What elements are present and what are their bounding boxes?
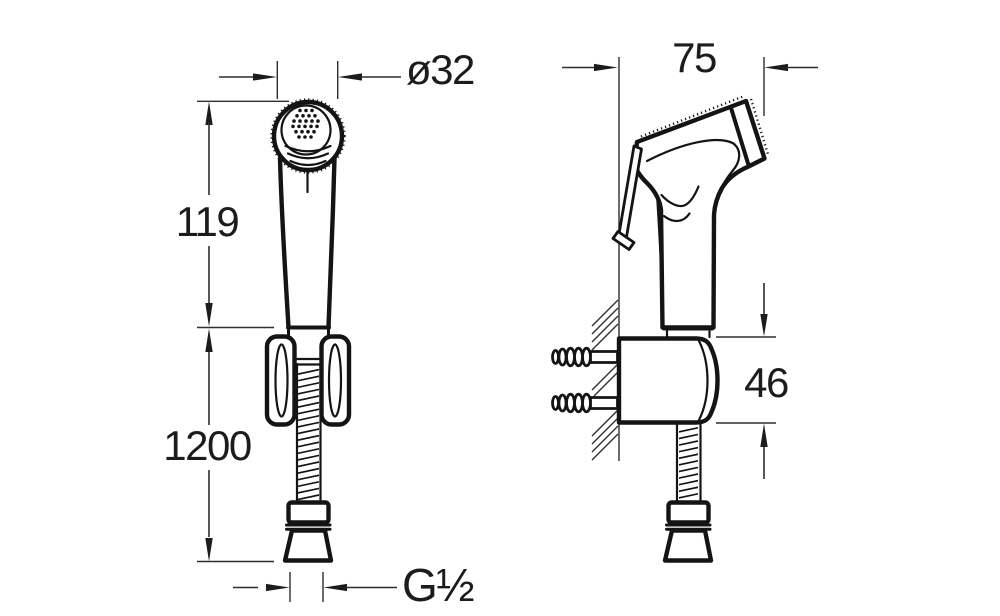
spray-holes — [291, 108, 320, 139]
dim-label-depth: 75 — [672, 34, 716, 81]
trigger-lever — [611, 144, 643, 251]
dim-label-thread: G½ — [402, 559, 474, 611]
dim-thread: G½ — [233, 559, 476, 611]
spray-face — [280, 104, 332, 156]
grip-contour — [645, 138, 741, 205]
dim-label-head-length: 119 — [176, 198, 239, 245]
dim-depth: 75 — [562, 34, 818, 303]
front-view — [264, 98, 352, 563]
dim-label-diameter: ø32 — [406, 46, 474, 93]
dim-diameter: ø32 — [219, 46, 476, 99]
face-plate-inner-edge — [729, 107, 751, 167]
wall-hatching — [591, 299, 620, 461]
dim-bracket-height: 46 — [716, 283, 789, 479]
dim-label-bracket-height: 46 — [744, 359, 788, 406]
screw-lower — [551, 392, 619, 414]
spray-head-side — [611, 95, 770, 330]
hose-fitting-side — [662, 500, 714, 563]
spray-head-front — [270, 98, 346, 194]
knurl-ring — [270, 98, 346, 174]
hose-side — [675, 423, 702, 503]
mounting-screws — [551, 346, 619, 414]
hose-fitting-front — [282, 500, 334, 563]
dim-head-length: 119 — [176, 100, 289, 327]
wall-bracket-side — [616, 336, 720, 425]
dim-hose-length: 1200 — [163, 326, 274, 563]
side-view — [551, 95, 770, 563]
wall-bracket-front — [264, 334, 352, 427]
screw-upper — [551, 346, 619, 368]
dim-label-hose-length: 1200 — [163, 422, 251, 469]
grip-inner-curve — [660, 185, 700, 208]
grip-lower-curve — [662, 212, 691, 223]
hose-front — [295, 362, 322, 504]
